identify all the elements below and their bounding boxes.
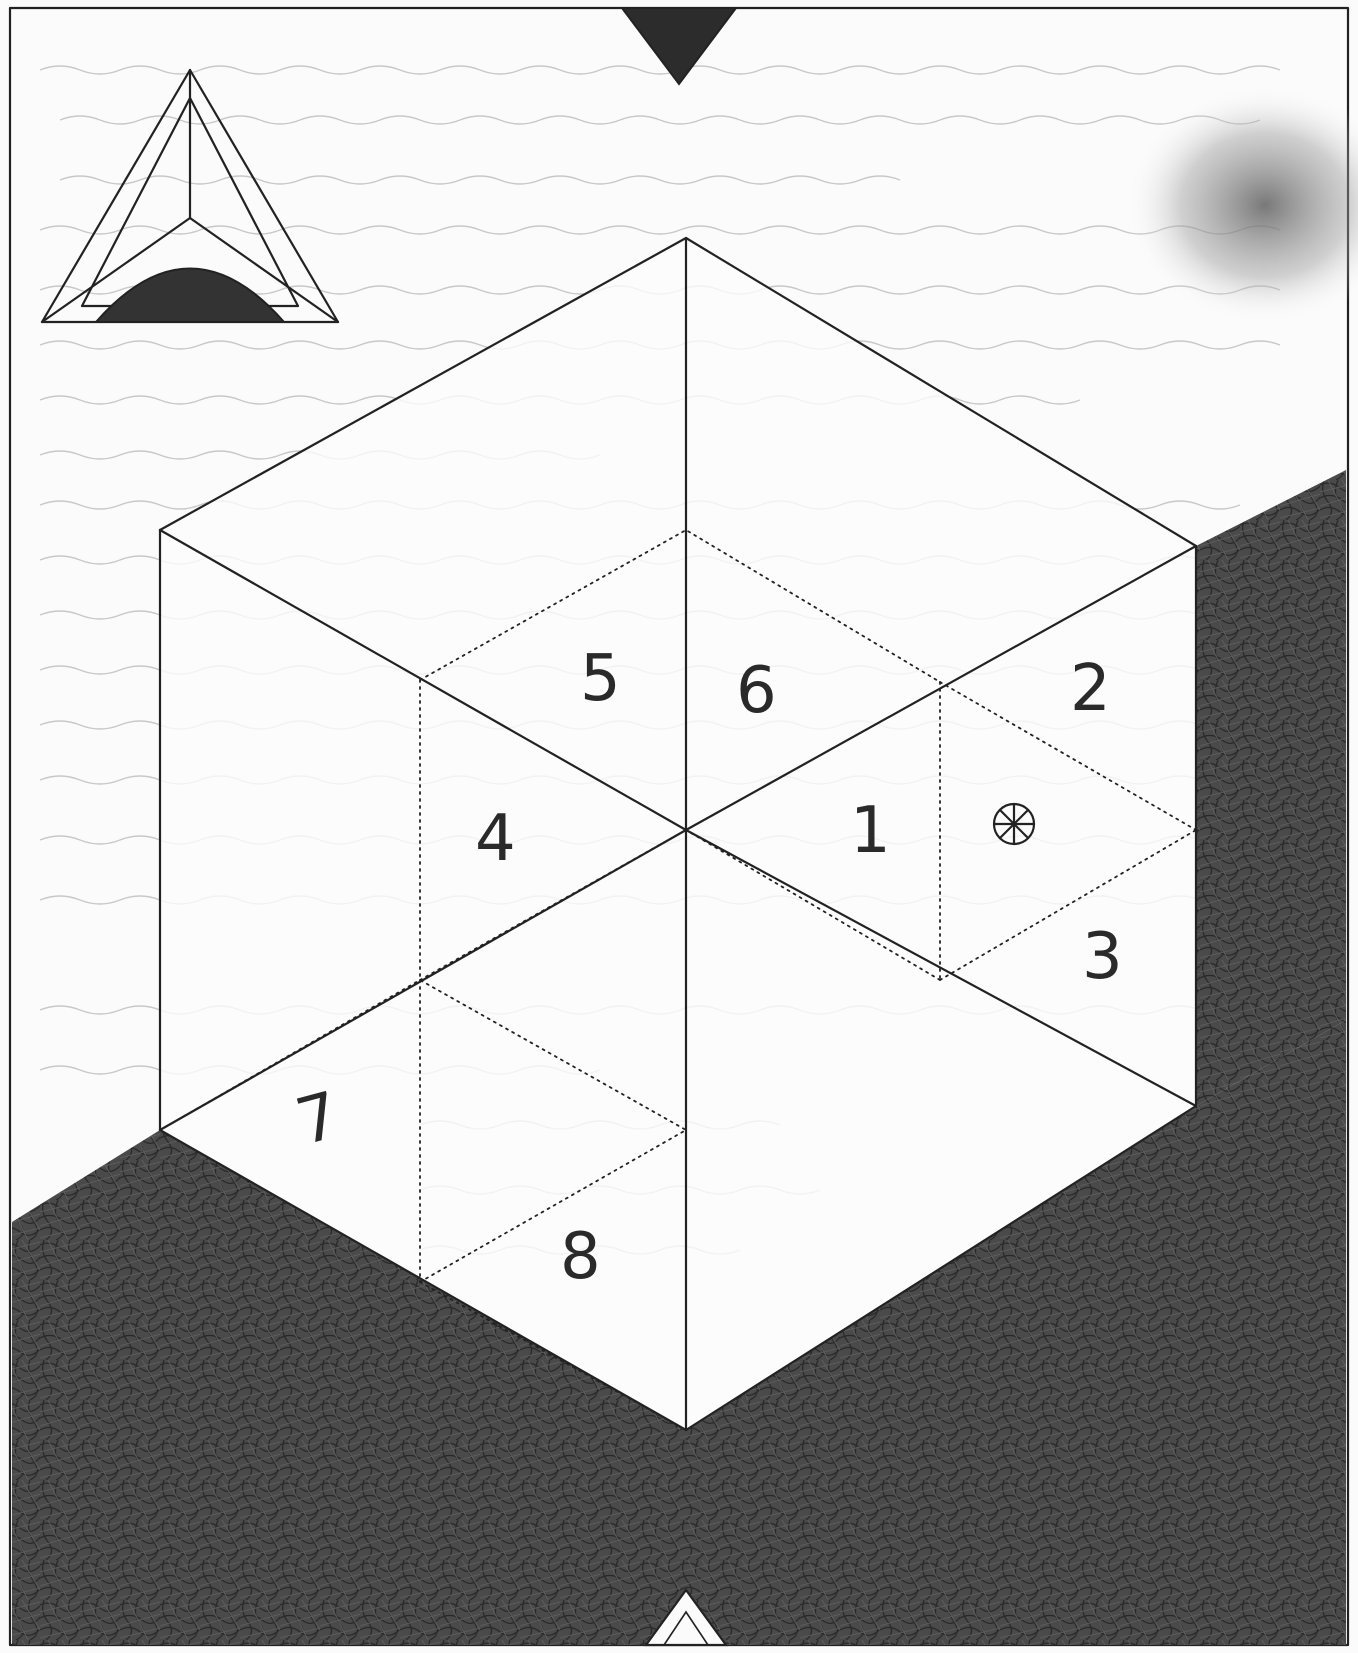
number-5: 5 — [580, 642, 621, 716]
number-4: 4 — [475, 802, 516, 876]
shaded-region-right — [1196, 470, 1346, 1106]
number-6: 6 — [736, 654, 777, 728]
number-1: 1 — [850, 794, 891, 868]
number-2: 2 — [1070, 652, 1111, 726]
number-8: 8 — [560, 1220, 601, 1294]
number-3: 3 — [1082, 920, 1123, 994]
eight-spoke-wheel-icon — [994, 804, 1034, 844]
